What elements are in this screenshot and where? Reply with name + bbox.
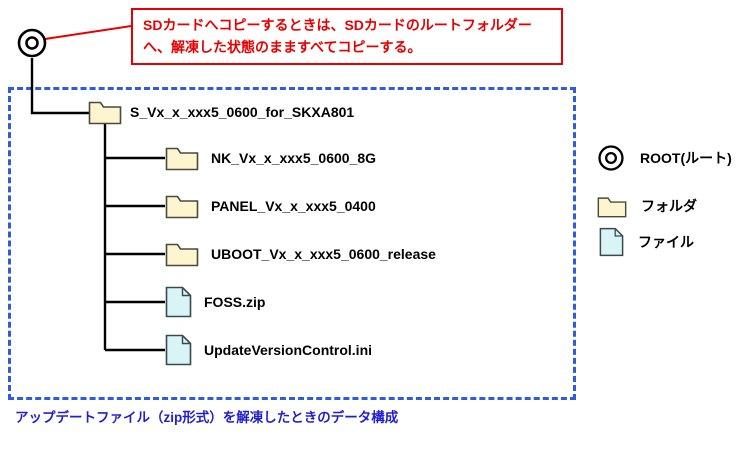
legend-root-item: ROOT(ルート) xyxy=(596,143,732,173)
tree-item-label: PANEL_Vx_x_xxx5_0400 xyxy=(211,198,376,214)
root-icon xyxy=(17,28,47,58)
legend-root-label: ROOT(ルート) xyxy=(640,150,732,166)
tree-item-folder: NK_Vx_x_xxx5_0600_8G xyxy=(165,142,376,174)
legend-file-label: ファイル xyxy=(638,234,694,250)
legend-folder-label: フォルダ xyxy=(641,198,697,214)
tree-item-label: UpdateVersionControl.ini xyxy=(204,342,373,358)
tree-item-folder: UBOOT_Vx_x_xxx5_0600_release xyxy=(165,238,436,270)
tree-item-label: NK_Vx_x_xxx5_0600_8G xyxy=(211,150,377,166)
folder-icon xyxy=(165,195,199,219)
tree-item-folder: PANEL_Vx_x_xxx5_0400 xyxy=(165,190,376,222)
tree-item-label: UBOOT_Vx_x_xxx5_0600_release xyxy=(211,246,436,262)
file-icon xyxy=(165,334,192,366)
file-icon xyxy=(165,286,192,318)
folder-icon xyxy=(88,101,122,125)
tree-item-label: FOSS.zip xyxy=(204,294,266,310)
diagram-caption: アップデートファイル（zip形式）を解凍したときのデータ構成 xyxy=(15,410,399,425)
root-node xyxy=(15,26,49,65)
tree-item-label: S_Vx_x_xxx5_0600_for_SKXA801 xyxy=(130,104,355,120)
folder-icon xyxy=(597,196,627,217)
callout-text: SDカードへコピーするときは、SDカードのルートフォルダーへ、解凍した状態のまま… xyxy=(143,17,532,55)
folder-icon xyxy=(165,147,199,171)
tree-item-file: UpdateVersionControl.ini xyxy=(165,334,372,366)
folder-icon xyxy=(165,243,199,267)
legend-folder-item: フォルダ xyxy=(597,193,697,219)
root-icon xyxy=(598,145,624,171)
tree-item-file: FOSS.zip xyxy=(165,286,265,318)
tree-item-root-folder: S_Vx_x_xxx5_0600_for_SKXA801 xyxy=(88,96,354,128)
callout-box: SDカードへコピーするときは、SDカードのルートフォルダーへ、解凍した状態のまま… xyxy=(131,8,563,66)
unzip-boundary-box xyxy=(8,87,576,400)
legend-file-item: ファイル xyxy=(599,227,694,257)
file-icon xyxy=(599,227,624,257)
